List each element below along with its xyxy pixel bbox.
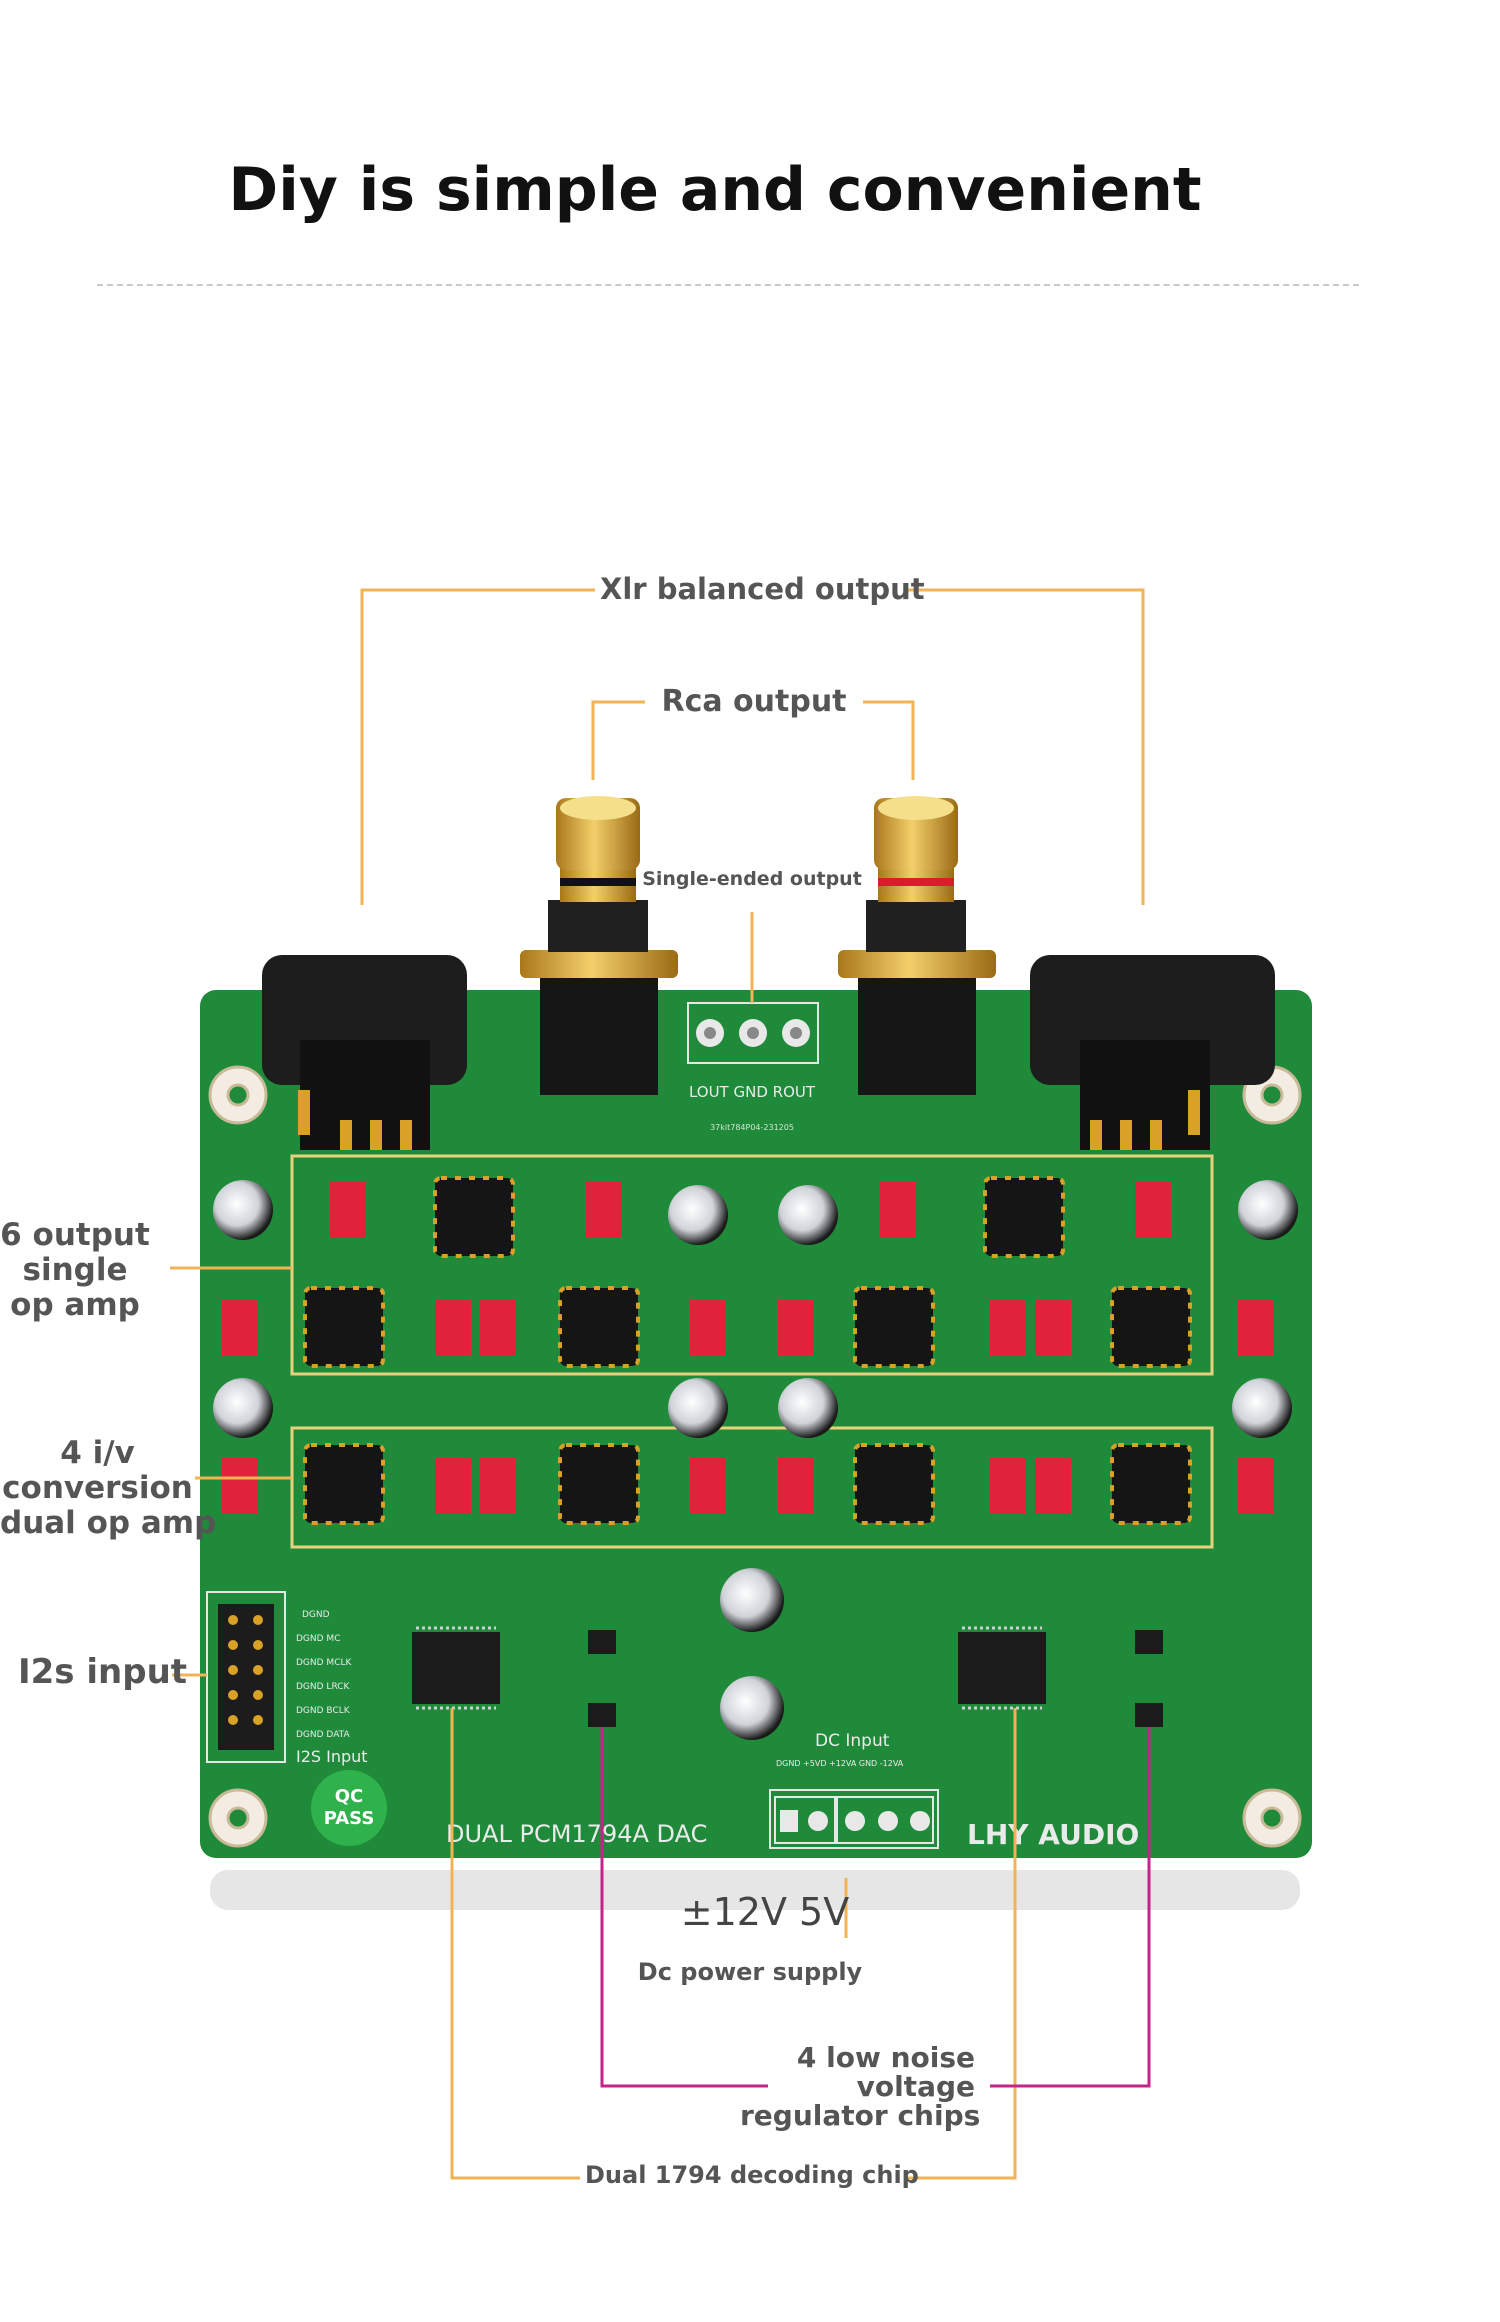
label-iv-line3: dual op amp: [0, 1505, 217, 1541]
label-regulator-line1: 4 low noise: [796, 2041, 975, 2074]
label-xlr-output: Xlr balanced output: [600, 572, 925, 606]
qc-text: QC: [335, 1786, 364, 1807]
label-6-output-line1: 6 output: [0, 1217, 150, 1253]
leader-lines-magenta: [600, 1727, 1151, 2088]
svg-text:DGND MC: DGND MC: [296, 1634, 340, 1644]
film-capacitors: [222, 1182, 1274, 1514]
single-opamp-box: [290, 1154, 1214, 1376]
board-shadow: [210, 1870, 1300, 1910]
mounting-holes: [208, 1065, 1302, 1848]
silk-dc-input: DC Input: [815, 1731, 890, 1751]
title-divider: [97, 284, 1359, 286]
electrolytic-capacitors: [213, 1180, 1298, 1740]
pcm1794-chips: [412, 1626, 1046, 1710]
i2s-header: [206, 1591, 286, 1763]
svg-text:DGND: DGND: [302, 1610, 330, 1620]
label-regulator-line3: regulator chips: [740, 2099, 981, 2132]
svg-text:DGND BCLK: DGND BCLK: [296, 1706, 351, 1716]
qc-pass-sticker: [311, 1770, 387, 1846]
label-iv-line2: conversion: [2, 1470, 193, 1506]
regulator-chips: [588, 1630, 1163, 1727]
silk-lout-gnd-rout: LOUT GND ROUT: [689, 1083, 816, 1101]
svg-text:DGND LRCK: DGND LRCK: [296, 1682, 351, 1692]
opamp-chips: [303, 1176, 1192, 1525]
label-single-ended-output: Single-ended output: [642, 868, 862, 890]
label-iv-conversion: 4 i/v conversion dual op amp: [0, 1435, 217, 1541]
silk-dc-pins: DGND +5VD +12VA GND -12VA: [776, 1759, 904, 1768]
pass-text: PASS: [324, 1808, 375, 1829]
label-decoding-chip: Dual 1794 decoding chip: [585, 2161, 919, 2189]
silk-product-name: DUAL PCM1794A DAC: [446, 1820, 707, 1848]
label-i2s-input: I2s input: [18, 1652, 188, 1692]
label-iv-line1: 4 i/v: [60, 1435, 135, 1471]
silk-i2s-input: I2S Input: [296, 1747, 368, 1766]
xlr-connector-right: [1030, 955, 1275, 1150]
silk-brand: LHY AUDIO: [967, 1818, 1139, 1851]
rca-jack-left: [520, 796, 678, 1095]
label-6-output-op-amp: 6 output single op amp: [0, 1218, 150, 1323]
label-regulator-chips: 4 low noise voltage regulator chips: [740, 2041, 981, 2132]
label-6-output-line2: single: [22, 1252, 128, 1288]
page-title: Diy is simple and convenient: [228, 155, 1202, 225]
dc-input-terminal: [769, 1789, 939, 1849]
rca-jack-right: [838, 796, 996, 1095]
svg-text:DGND DATA: DGND DATA: [296, 1730, 350, 1740]
silk-serial: 37kit784P04-231205: [710, 1123, 794, 1132]
label-voltage: ±12V 5V: [680, 1890, 850, 1934]
label-6-output-line3: op amp: [10, 1287, 140, 1323]
dual-opamp-box: [290, 1426, 1214, 1549]
label-dc-power-supply: Dc power supply: [637, 1958, 863, 1986]
svg-text:DGND MCLK: DGND MCLK: [296, 1658, 352, 1668]
xlr-connector-left: [262, 955, 467, 1150]
leader-lines-orange: [170, 588, 1145, 2180]
silk-i2s-pins: DGND DGND MC DGND MCLK DGND LRCK DGND BC…: [296, 1610, 352, 1740]
label-regulator-line2: voltage: [856, 2070, 975, 2103]
label-rca-output: Rca output: [661, 684, 847, 719]
